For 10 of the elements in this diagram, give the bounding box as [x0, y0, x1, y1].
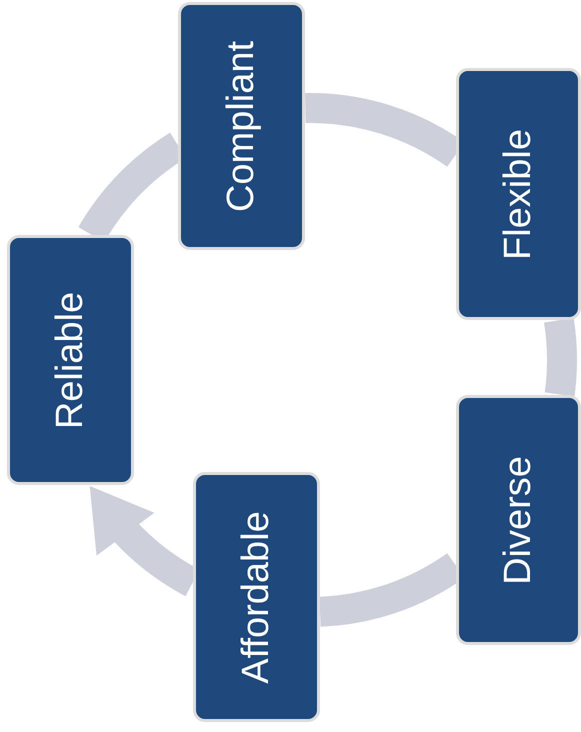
step-box [178, 2, 305, 250]
step-label: Diverse [497, 456, 540, 584]
step-label: Affordable [235, 510, 278, 684]
step-box [193, 472, 320, 722]
step-box [456, 68, 581, 320]
step-box [456, 395, 581, 645]
step-label: Flexible [497, 128, 540, 260]
step-label: Compliant [220, 40, 263, 212]
step-label: Reliable [49, 291, 92, 429]
step-box [7, 235, 134, 485]
